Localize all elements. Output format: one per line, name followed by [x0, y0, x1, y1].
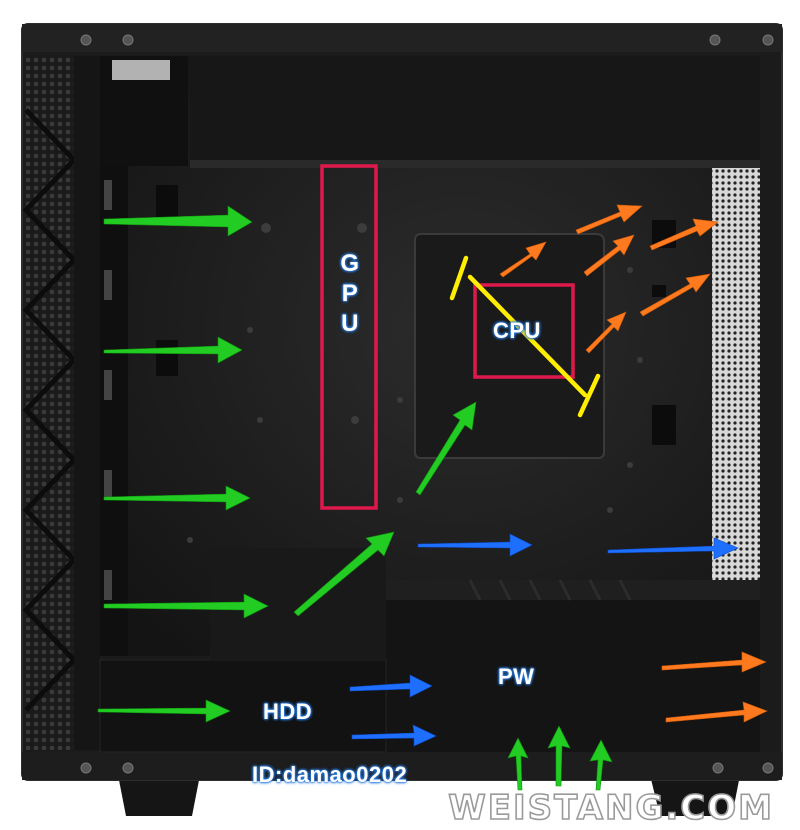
- author-id-label: ID:damao0202: [252, 762, 408, 787]
- case-bottom-rail: [22, 752, 782, 780]
- case-top-rail: [22, 24, 782, 52]
- hdd-label: HDD: [263, 699, 313, 724]
- orange-arrow-icon: [499, 204, 768, 723]
- pw-label: PW: [498, 664, 535, 689]
- gpu-label-letter-1: G: [340, 250, 360, 277]
- green-arrow-icon: [97, 205, 613, 791]
- gpu-zone-box: [320, 164, 378, 510]
- cpu-cutout: [414, 233, 605, 459]
- case-foot-left: [118, 775, 200, 816]
- cpu-label: CPU: [493, 318, 541, 343]
- rear-mesh-panel: [712, 168, 760, 580]
- cooler-bracket: [449, 255, 601, 418]
- blue-arrow-icon: [349, 533, 739, 747]
- screw-icon: [80, 34, 774, 774]
- watermark-logo: WEISTANG.COM: [447, 787, 774, 829]
- gpu-label-letter-2: P: [341, 280, 359, 307]
- case-foot-right: [650, 775, 740, 816]
- gpu-label-letter-3: U: [341, 310, 359, 337]
- cpu-zone-box: [473, 283, 575, 379]
